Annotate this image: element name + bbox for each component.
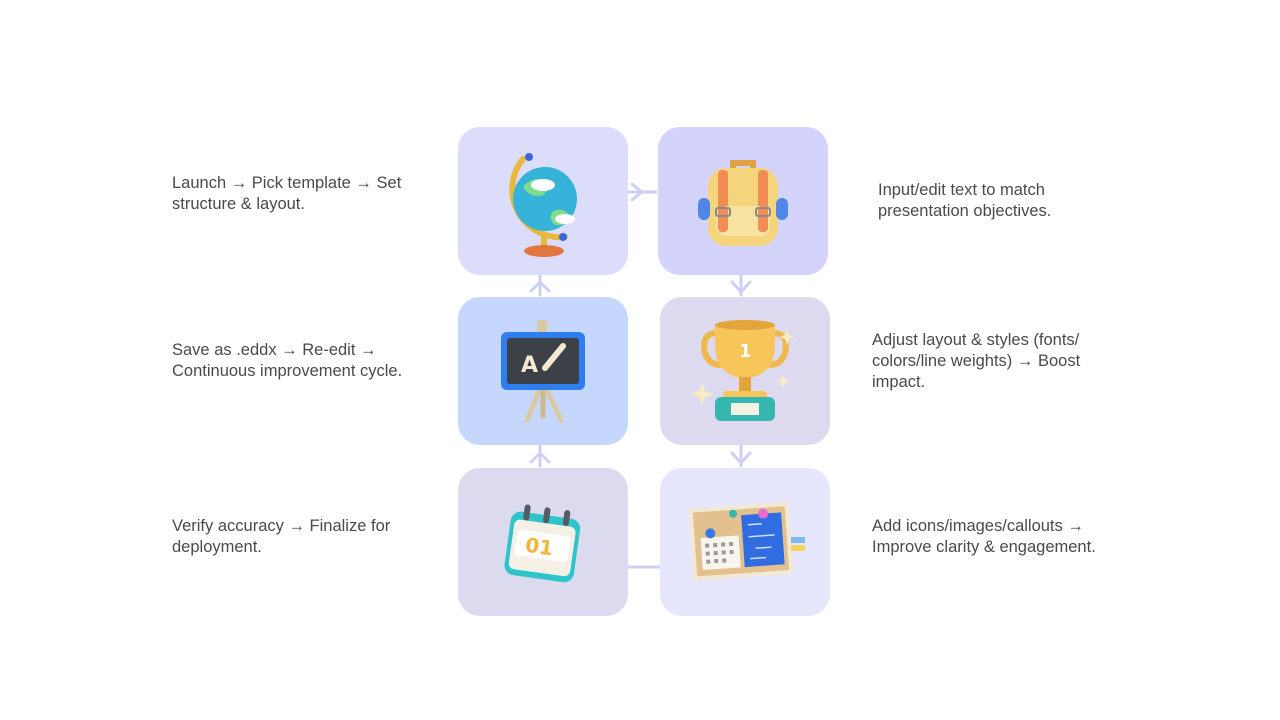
globe-icon bbox=[509, 153, 577, 257]
step-tile-calendar: 01 bbox=[458, 468, 628, 616]
step-label-verify: Verify accuracy → Finalize for deploymen… bbox=[172, 517, 391, 556]
step-tile-trophy: 1 bbox=[660, 297, 830, 445]
arrow-up-icon bbox=[529, 451, 551, 464]
step-label-add-icons: Add icons/images/callouts → Improve clar… bbox=[872, 517, 1096, 556]
step-tile-globe bbox=[458, 127, 628, 275]
step-label-adjust-layout: Adjust layout & styles (fonts/ colors/li… bbox=[872, 331, 1081, 391]
arrow-down-icon bbox=[730, 451, 752, 465]
arrow-down-icon bbox=[730, 280, 752, 294]
svg-text:A: A bbox=[521, 353, 538, 378]
step-tile-corkboard bbox=[660, 468, 830, 616]
step-label-save: Save as .eddx → Re-edit → Continuous imp… bbox=[172, 341, 403, 380]
calendar-icon: 01 bbox=[504, 504, 581, 583]
backpack-icon bbox=[698, 160, 788, 246]
svg-text:01: 01 bbox=[524, 533, 555, 561]
step-tile-backpack bbox=[658, 127, 828, 275]
step-label-input-text: Input/edit text to match presentation ob… bbox=[878, 181, 1052, 220]
svg-text:1: 1 bbox=[739, 341, 752, 362]
step-tile-chalkboard: A bbox=[458, 297, 628, 445]
corkboard-icon bbox=[688, 502, 805, 581]
arrow-right-icon bbox=[630, 182, 644, 202]
trophy-icon: 1 bbox=[691, 320, 795, 421]
chalkboard-icon: A bbox=[501, 320, 585, 423]
step-label-launch: Launch → Pick template → Set structure &… bbox=[172, 174, 402, 213]
arrow-up-icon bbox=[529, 280, 551, 293]
